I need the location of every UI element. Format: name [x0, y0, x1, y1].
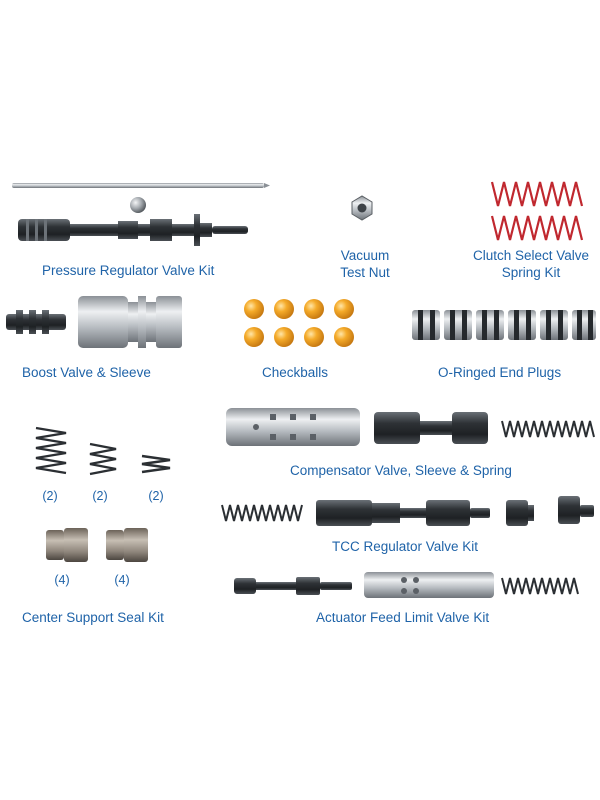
label-vacuum-line1: Vacuum: [340, 248, 390, 263]
spring-small-1: [35, 426, 67, 475]
pressure-regulator-valve: [18, 214, 248, 246]
label-clutch-line2: Spring Kit: [501, 265, 561, 280]
red-spring-bottom: [490, 215, 584, 241]
boost-valve: [6, 310, 66, 334]
center-support-seal-1: [46, 528, 88, 562]
steel-ball: [130, 197, 146, 213]
actuator-feed-limit-valve: [234, 577, 352, 595]
tcc-end-plug-2: [558, 496, 594, 524]
count-seal-2: (4): [114, 573, 130, 587]
label-actuator-feed-limit: Actuator Feed Limit Valve Kit: [316, 610, 490, 625]
actuator-spring: [501, 577, 579, 595]
red-spring-top: [490, 181, 584, 207]
count-spring-3: (2): [148, 489, 164, 503]
center-support-seal-2: [106, 528, 148, 562]
label-clutch-select: Clutch Select Valve Spring Kit: [466, 247, 596, 281]
label-center-support-seal: Center Support Seal Kit: [22, 610, 164, 625]
vacuum-test-nut: [351, 195, 373, 221]
tcc-regulator-valve: [316, 500, 490, 526]
spring-small-3: [141, 454, 171, 474]
compensator-sleeve: [226, 408, 360, 446]
label-checkballs: Checkballs: [262, 365, 329, 380]
count-spring-2: (2): [92, 489, 108, 503]
drill-rod: [12, 183, 270, 188]
label-vacuum-test-nut: Vacuum Test Nut: [330, 247, 400, 281]
label-tcc-regulator: TCC Regulator Valve Kit: [332, 539, 479, 554]
tcc-end-plug-1: [506, 500, 534, 526]
label-pressure-regulator: Pressure Regulator Valve Kit: [42, 263, 215, 278]
spring-small-2: [89, 442, 117, 476]
checkballs: [244, 299, 354, 347]
label-clutch-line1: Clutch Select Valve: [472, 248, 590, 263]
o-ringed-end-plugs: [412, 310, 596, 340]
count-seal-1: (4): [54, 573, 70, 587]
boost-sleeve: [78, 296, 182, 348]
label-o-ringed-end-plugs: O-Ringed End Plugs: [438, 365, 562, 380]
compensator-spring: [501, 420, 595, 438]
label-compensator: Compensator Valve, Sleeve & Spring: [290, 463, 512, 478]
actuator-sleeve: [364, 572, 494, 598]
count-spring-1: (2): [42, 489, 58, 503]
label-boost-valve: Boost Valve & Sleeve: [22, 365, 151, 380]
label-vacuum-line2: Test Nut: [340, 265, 390, 280]
tcc-spring: [221, 504, 303, 522]
compensator-valve: [374, 412, 488, 444]
